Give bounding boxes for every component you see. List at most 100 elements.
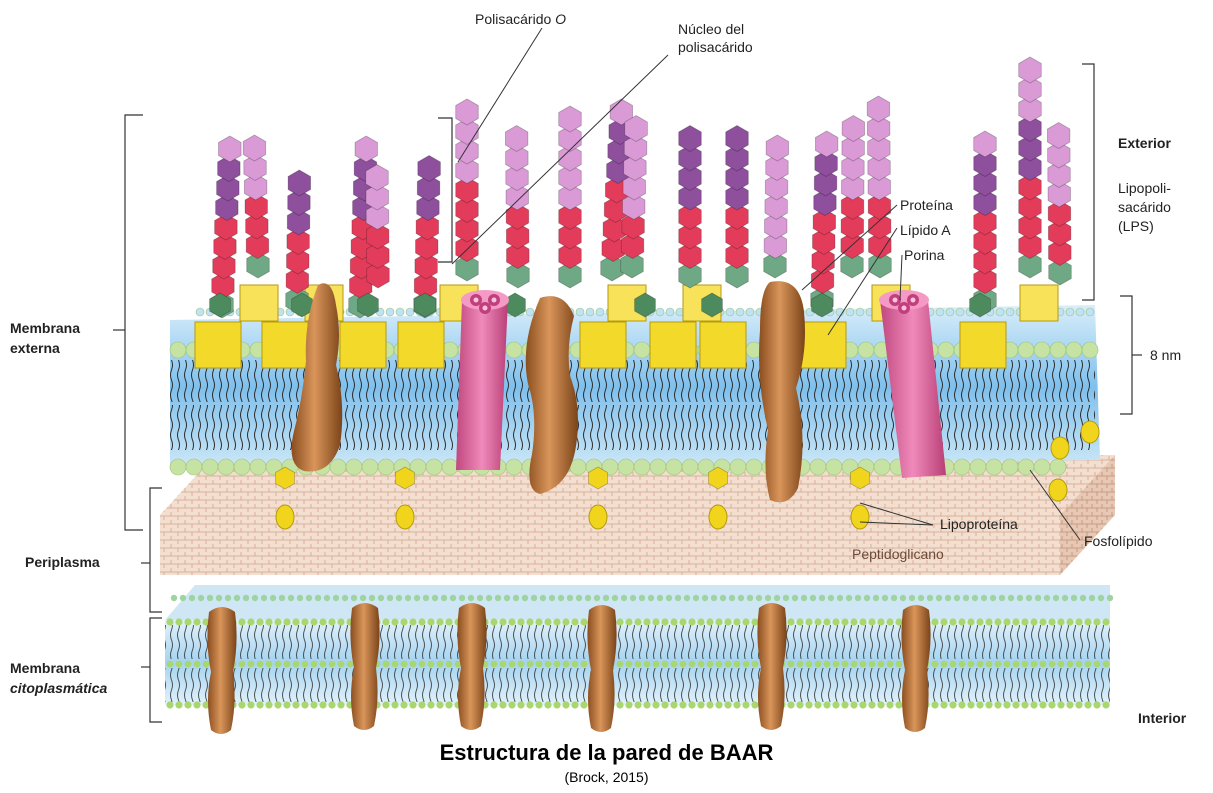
membrane-head <box>841 701 848 708</box>
membrane-head <box>1030 618 1037 625</box>
phospholipid-head <box>1002 459 1018 475</box>
lipoprotein-anchor <box>1081 421 1099 443</box>
phospholipid-head <box>346 459 362 475</box>
membrane-head <box>1093 701 1100 708</box>
membrane-head <box>1098 595 1104 601</box>
membrane-head <box>603 595 609 601</box>
membrane-head <box>252 595 258 601</box>
membrane-head <box>652 618 659 625</box>
membrane-head <box>797 661 804 668</box>
membrane-head <box>382 701 389 708</box>
membrane-head <box>887 661 894 668</box>
membrane-head <box>581 661 588 668</box>
membrane-head <box>261 595 267 601</box>
membrane-head <box>1084 618 1091 625</box>
membrane-head <box>828 595 834 601</box>
membrane-protein <box>587 605 616 732</box>
membrane-head <box>1053 595 1059 601</box>
membrane-head <box>392 661 399 668</box>
membrane-head <box>684 595 690 601</box>
membrane-head <box>423 595 429 601</box>
membrane-head <box>697 618 704 625</box>
lipid-a-block <box>700 322 746 368</box>
membrane-head <box>752 661 759 668</box>
membrane-head <box>995 661 1002 668</box>
membrane-head <box>868 701 875 708</box>
membrane-head <box>1058 661 1065 668</box>
lps-head-small <box>386 308 394 316</box>
phospholipid-head <box>218 459 234 475</box>
membrane-head <box>275 661 282 668</box>
membrane-head <box>895 701 902 708</box>
membrane-head <box>553 618 560 625</box>
membrane-head <box>288 595 294 601</box>
membrane-head <box>203 661 210 668</box>
membrane-head <box>1085 661 1092 668</box>
membrane-head <box>851 661 858 668</box>
membrane-head <box>248 661 255 668</box>
membrane-head <box>985 701 992 708</box>
membrane-head <box>742 701 749 708</box>
lipoprotein-anchor <box>589 505 607 529</box>
membrane-head <box>405 595 411 601</box>
phospholipid-head <box>826 459 842 475</box>
lipoprotein-anchor <box>1049 479 1067 501</box>
peptidoglycan-label: Peptidoglicano <box>852 546 944 563</box>
membrane-head <box>724 701 731 708</box>
lps-head-small <box>1086 308 1094 316</box>
phospholipid-head <box>506 459 522 475</box>
membrane-head <box>909 595 915 601</box>
membrane-head <box>491 661 498 668</box>
membrane-head <box>338 661 345 668</box>
membrane-head <box>382 618 389 625</box>
lps-head-small <box>1076 308 1084 316</box>
membrane-head <box>180 595 186 601</box>
membrane-head <box>931 701 938 708</box>
membrane-head <box>985 618 992 625</box>
membrane-head <box>643 618 650 625</box>
sugar-hexagon <box>1047 123 1070 149</box>
membrane-head <box>869 661 876 668</box>
membrane-head <box>428 661 435 668</box>
membrane-head <box>1017 595 1023 601</box>
lps-head-small <box>936 308 944 316</box>
membrane-head <box>576 595 582 601</box>
membrane-head <box>337 701 344 708</box>
porin-label: Porina <box>904 247 944 264</box>
membrane-head <box>765 595 771 601</box>
membrane-head <box>734 661 741 668</box>
membrane-head <box>545 661 552 668</box>
membrane-head <box>666 595 672 601</box>
lps-head-small <box>666 308 674 316</box>
lps-head-small <box>526 308 534 316</box>
lps-head-small <box>736 308 744 316</box>
membrane-head <box>166 701 173 708</box>
membrane-head <box>531 595 537 601</box>
lipid-a-block <box>580 322 626 368</box>
figure-title: Estructura de la pared de BAAR <box>0 740 1213 766</box>
membrane-head <box>414 595 420 601</box>
membrane-head <box>634 618 641 625</box>
membrane-head <box>1075 618 1082 625</box>
membrane-head <box>823 701 830 708</box>
phospholipid-head <box>810 459 826 475</box>
sugar-hexagon <box>815 131 838 157</box>
membrane-head <box>679 618 686 625</box>
membrane-head <box>351 595 357 601</box>
membrane-head <box>850 618 857 625</box>
membrane-head <box>499 618 506 625</box>
cytoplasmic-membrane-bracket <box>150 618 162 722</box>
lps-head-small <box>406 308 414 316</box>
membrane-head <box>756 595 762 601</box>
membrane-head <box>401 661 408 668</box>
membrane-head <box>333 595 339 601</box>
membrane-head <box>968 661 975 668</box>
membrane-head <box>1062 595 1068 601</box>
membrane-head <box>563 661 570 668</box>
lps-head-small <box>726 308 734 316</box>
membrane-head <box>270 595 276 601</box>
membrane-head <box>715 701 722 708</box>
membrane-head <box>814 618 821 625</box>
membrane-head <box>657 595 663 601</box>
membrane-head <box>616 618 623 625</box>
